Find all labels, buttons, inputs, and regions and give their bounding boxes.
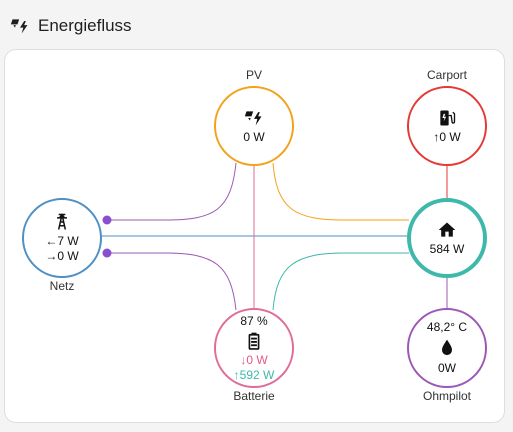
flow-line-grid-battery <box>107 252 237 311</box>
ohmpilot-label: Ohmpilot <box>422 389 472 403</box>
energy-flow-card: PV Carport Netz Batterie Ohmpilot 0 W ↑0… <box>4 49 505 423</box>
flow-line-battery-home <box>272 252 409 311</box>
ohmpilot-node[interactable]: 48,2° C 0W <box>407 308 487 388</box>
flow-line-pv-grid <box>107 162 237 221</box>
flow-dot-lower <box>102 248 112 258</box>
carport-node[interactable]: ↑0 W <box>407 86 487 166</box>
netz-node[interactable]: ←7 W →0 W <box>22 198 102 278</box>
ohmpilot-temperature: 48,2° C <box>426 320 468 334</box>
ohmpilot-value: 0W <box>438 361 456 375</box>
batterie-discharge-value: ↓0 W <box>240 352 268 367</box>
pv-label: PV <box>245 68 262 82</box>
batterie-label: Batterie <box>233 389 275 403</box>
flow-lines <box>102 162 448 311</box>
home-icon <box>438 222 456 237</box>
home-value: 584 W <box>429 241 465 256</box>
solar-power-icon <box>244 110 262 125</box>
batterie-soc: 87 % <box>240 313 268 328</box>
netz-import-value: ←7 W <box>45 234 79 248</box>
netz-label: Netz <box>49 279 75 293</box>
carport-value: ↑0 W <box>433 129 461 144</box>
batterie-node[interactable]: 87 % ↓0 W ↑592 W <box>214 308 294 388</box>
transmission-tower-icon <box>57 213 67 230</box>
battery-icon <box>248 332 260 350</box>
netz-export-value: →0 W <box>45 249 79 263</box>
ev-station-icon <box>440 110 456 125</box>
pv-value: 0 W <box>243 129 265 144</box>
flow-line-pv-home <box>272 162 409 221</box>
card-header: Energiefluss <box>10 12 132 40</box>
flow-dot-upper <box>102 215 112 225</box>
water-drop-icon <box>442 339 452 356</box>
batterie-charge-value: ↑592 W <box>233 367 275 382</box>
pv-node[interactable]: 0 W <box>214 86 294 166</box>
home-node[interactable]: 584 W <box>407 198 487 278</box>
card-title: Energiefluss <box>38 16 132 35</box>
carport-label: Carport <box>426 68 467 82</box>
solar-power-icon <box>10 19 28 34</box>
